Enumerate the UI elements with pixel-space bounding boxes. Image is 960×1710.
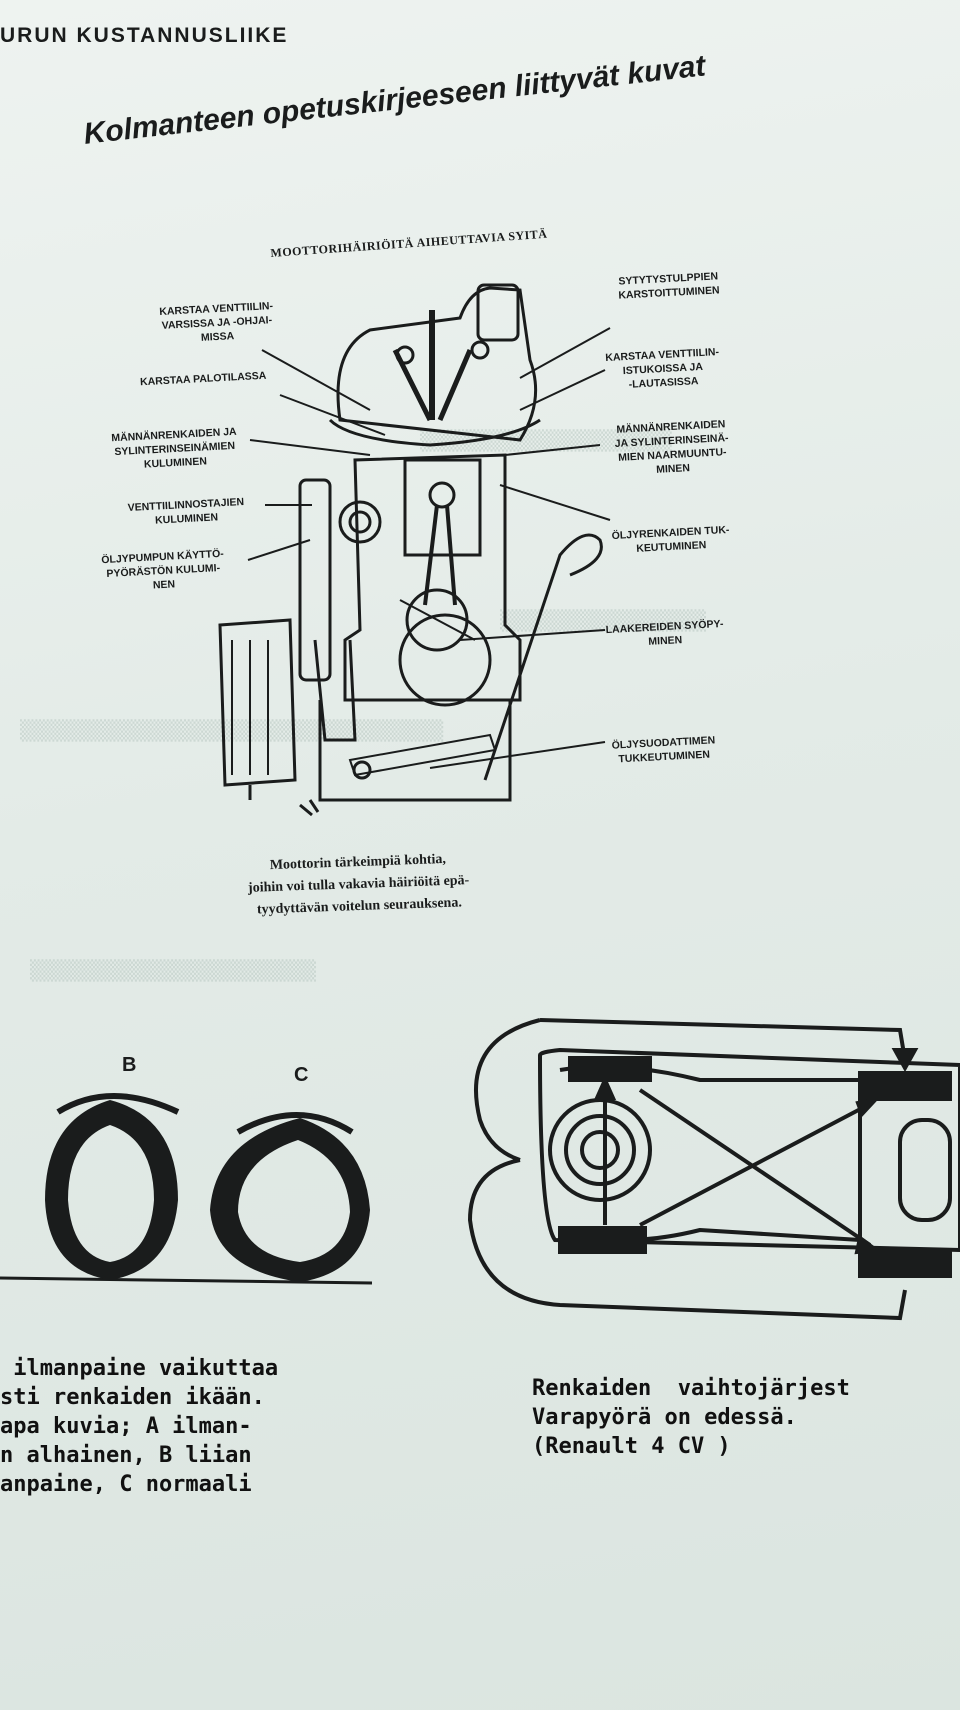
- tire-caption: ilmanpaine vaikuttaa sti renkaiden ikään…: [0, 1356, 279, 1497]
- tire-label-c: C: [294, 1064, 309, 1086]
- tire-rotation-caption: Renkaiden vaihtojärjest Varapyörä on ede…: [532, 1376, 850, 1459]
- publisher-name: URUN KUSTANNUSLIIKE: [0, 24, 289, 47]
- bleed-through-texture: ▒▒▒▒▒▒▒▒▒▒▒▒▒▒▒▒▒▒▒▒▒▒▒▒▒: [30, 960, 316, 982]
- tire-label-b: B: [122, 1054, 137, 1076]
- bleed-through-texture: ▒▒▒▒▒▒▒▒▒▒▒▒▒▒▒▒▒▒: [500, 610, 706, 632]
